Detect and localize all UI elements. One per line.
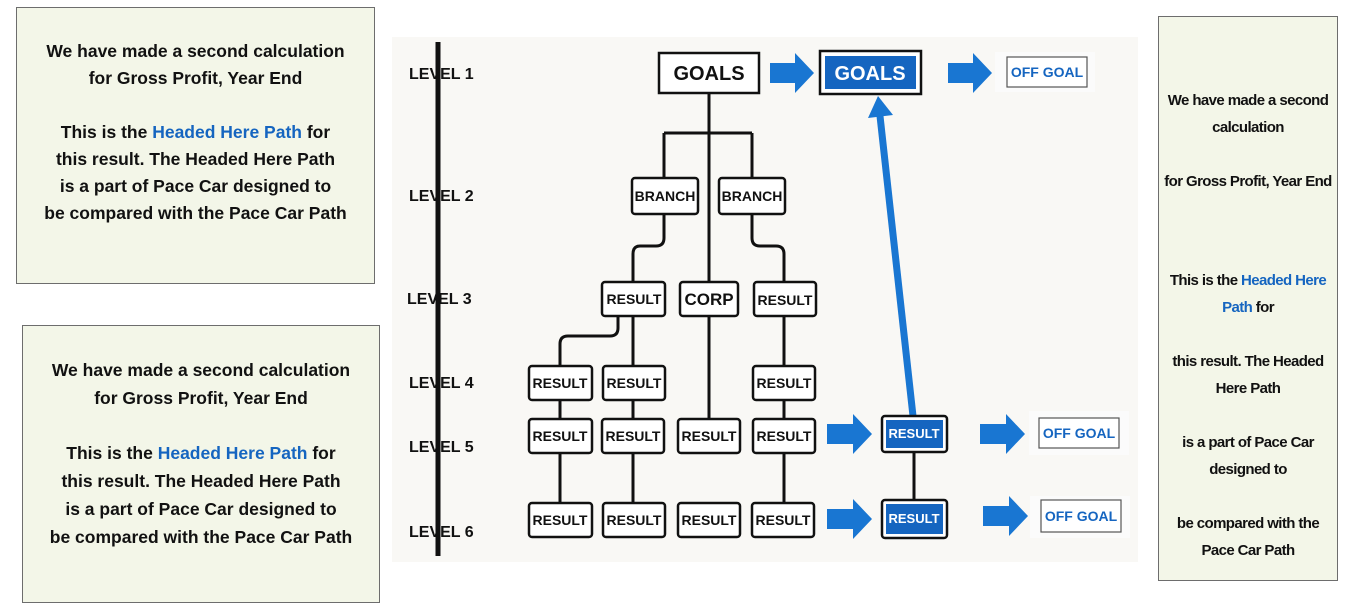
note-panel-top-left: We have made a second calculation for Gr… bbox=[16, 7, 375, 284]
result-label: RESULT bbox=[757, 375, 812, 391]
headed-here-path-highlight: Headed Here Path bbox=[152, 122, 302, 142]
result-node bbox=[527, 417, 594, 455]
result-node bbox=[527, 364, 594, 402]
corp-label: CORP bbox=[684, 290, 733, 309]
note-line: for Gross Profit, Year End bbox=[1164, 173, 1332, 190]
off-goal-node bbox=[1040, 499, 1122, 533]
tree-connectors bbox=[558, 94, 916, 503]
right-arrow-icon bbox=[948, 53, 992, 93]
result-label: RESULT bbox=[607, 291, 662, 307]
note-line: this result. The Headed Here Path bbox=[61, 471, 341, 491]
result-node bbox=[600, 417, 666, 455]
note-line: this result. The Headed Here Path bbox=[55, 149, 336, 169]
note-text: This is the bbox=[66, 443, 158, 463]
note-line: this result. The Headed Here Path bbox=[1172, 353, 1324, 397]
off-goal-label: OFF GOAL bbox=[1011, 64, 1084, 80]
note-line: is a part of Pace Car designed to bbox=[59, 176, 332, 196]
note-line: We have made a second calculation bbox=[1167, 92, 1329, 136]
note-line: This is the Headed Here Path for bbox=[23, 439, 379, 467]
headed-here-path-highlight: Headed Here Path bbox=[157, 443, 308, 463]
note-text: for bbox=[307, 443, 336, 463]
level-label: LEVEL 3 bbox=[407, 291, 472, 308]
note-line: This is the Headed Here Path for bbox=[17, 119, 374, 146]
note-line: We have made a second calculation bbox=[51, 360, 351, 380]
note-text: This is the bbox=[60, 122, 153, 142]
note-line: be compared with the Pace Car Path bbox=[1176, 515, 1320, 559]
level-label: LEVEL 6 bbox=[409, 524, 474, 541]
result-label: RESULT bbox=[533, 375, 588, 391]
result-node bbox=[601, 364, 667, 402]
branch-label: BRANCH bbox=[722, 188, 783, 204]
result-node bbox=[752, 280, 818, 318]
off-goal-node bbox=[1006, 56, 1088, 88]
result-highlight-node bbox=[886, 504, 943, 534]
result-highlight-label: RESULT bbox=[888, 426, 939, 441]
result-label: RESULT bbox=[533, 428, 588, 444]
result-node bbox=[601, 501, 667, 539]
result-node bbox=[750, 501, 816, 539]
right-arrow-icon bbox=[827, 499, 872, 539]
branch-label: BRANCH bbox=[635, 188, 696, 204]
goals-node bbox=[657, 51, 761, 95]
result-label: RESULT bbox=[607, 375, 662, 391]
note-text: This is the bbox=[1169, 272, 1242, 289]
result-node bbox=[676, 417, 742, 455]
right-arrow-icon bbox=[827, 414, 872, 454]
note-line: is a part of Pace Car designed to bbox=[65, 499, 337, 519]
result-label: RESULT bbox=[756, 512, 811, 528]
result-label: RESULT bbox=[607, 512, 662, 528]
note-panel-bottom-left: We have made a second calculation for Gr… bbox=[22, 325, 380, 603]
goals-highlight-node bbox=[825, 56, 916, 89]
up-arrow-icon bbox=[868, 96, 893, 118]
level-label: LEVEL 1 bbox=[409, 66, 474, 83]
result-label: RESULT bbox=[682, 428, 737, 444]
result-node bbox=[751, 364, 817, 402]
level-label: LEVEL 4 bbox=[409, 375, 474, 392]
result-node bbox=[600, 280, 667, 318]
right-arrow-icon bbox=[770, 53, 814, 93]
result-node bbox=[751, 417, 817, 455]
right-arrow-icon bbox=[983, 496, 1028, 536]
note-line: is a part of Pace Car designed to bbox=[1182, 434, 1314, 478]
note-text: for bbox=[301, 122, 331, 142]
note-line: We have made a second calculation bbox=[46, 41, 345, 61]
result-label: RESULT bbox=[682, 512, 737, 528]
result-label: RESULT bbox=[533, 512, 588, 528]
note-line: for Gross Profit, Year End bbox=[88, 68, 303, 88]
up-arrow-shaft bbox=[876, 115, 917, 417]
off-goal-label: OFF GOAL bbox=[1045, 508, 1118, 524]
branch-node bbox=[630, 176, 700, 216]
note-text: for bbox=[1252, 299, 1275, 316]
note-line: be compared with the Pace Car Path bbox=[49, 527, 353, 547]
headed-here-path-highlight: Headed Here Path bbox=[1222, 272, 1327, 316]
right-arrow-icon bbox=[980, 414, 1025, 454]
goals-label: GOALS bbox=[673, 63, 744, 85]
result-highlight-label: RESULT bbox=[888, 511, 939, 526]
goals-highlight-label: GOALS bbox=[834, 63, 905, 85]
note-line: for Gross Profit, Year End bbox=[94, 388, 308, 408]
result-node bbox=[676, 501, 742, 539]
branch-node bbox=[717, 176, 787, 216]
result-label: RESULT bbox=[606, 428, 661, 444]
result-node bbox=[527, 501, 594, 539]
corp-node bbox=[678, 280, 740, 318]
level-label: LEVEL 2 bbox=[409, 188, 474, 205]
off-goal-node bbox=[1038, 417, 1120, 449]
off-goal-label: OFF GOAL bbox=[1043, 425, 1116, 441]
result-label: RESULT bbox=[758, 292, 813, 308]
arrows bbox=[770, 53, 1028, 539]
level-label: LEVEL 5 bbox=[409, 439, 474, 456]
note-panel-right: We have made a second calculation for Gr… bbox=[1158, 16, 1338, 581]
note-line: be compared with the Pace Car Path bbox=[44, 203, 347, 223]
note-line: This is the Headed Here Path for bbox=[1159, 267, 1337, 321]
result-label: RESULT bbox=[757, 428, 812, 444]
result-highlight-node bbox=[886, 420, 943, 448]
